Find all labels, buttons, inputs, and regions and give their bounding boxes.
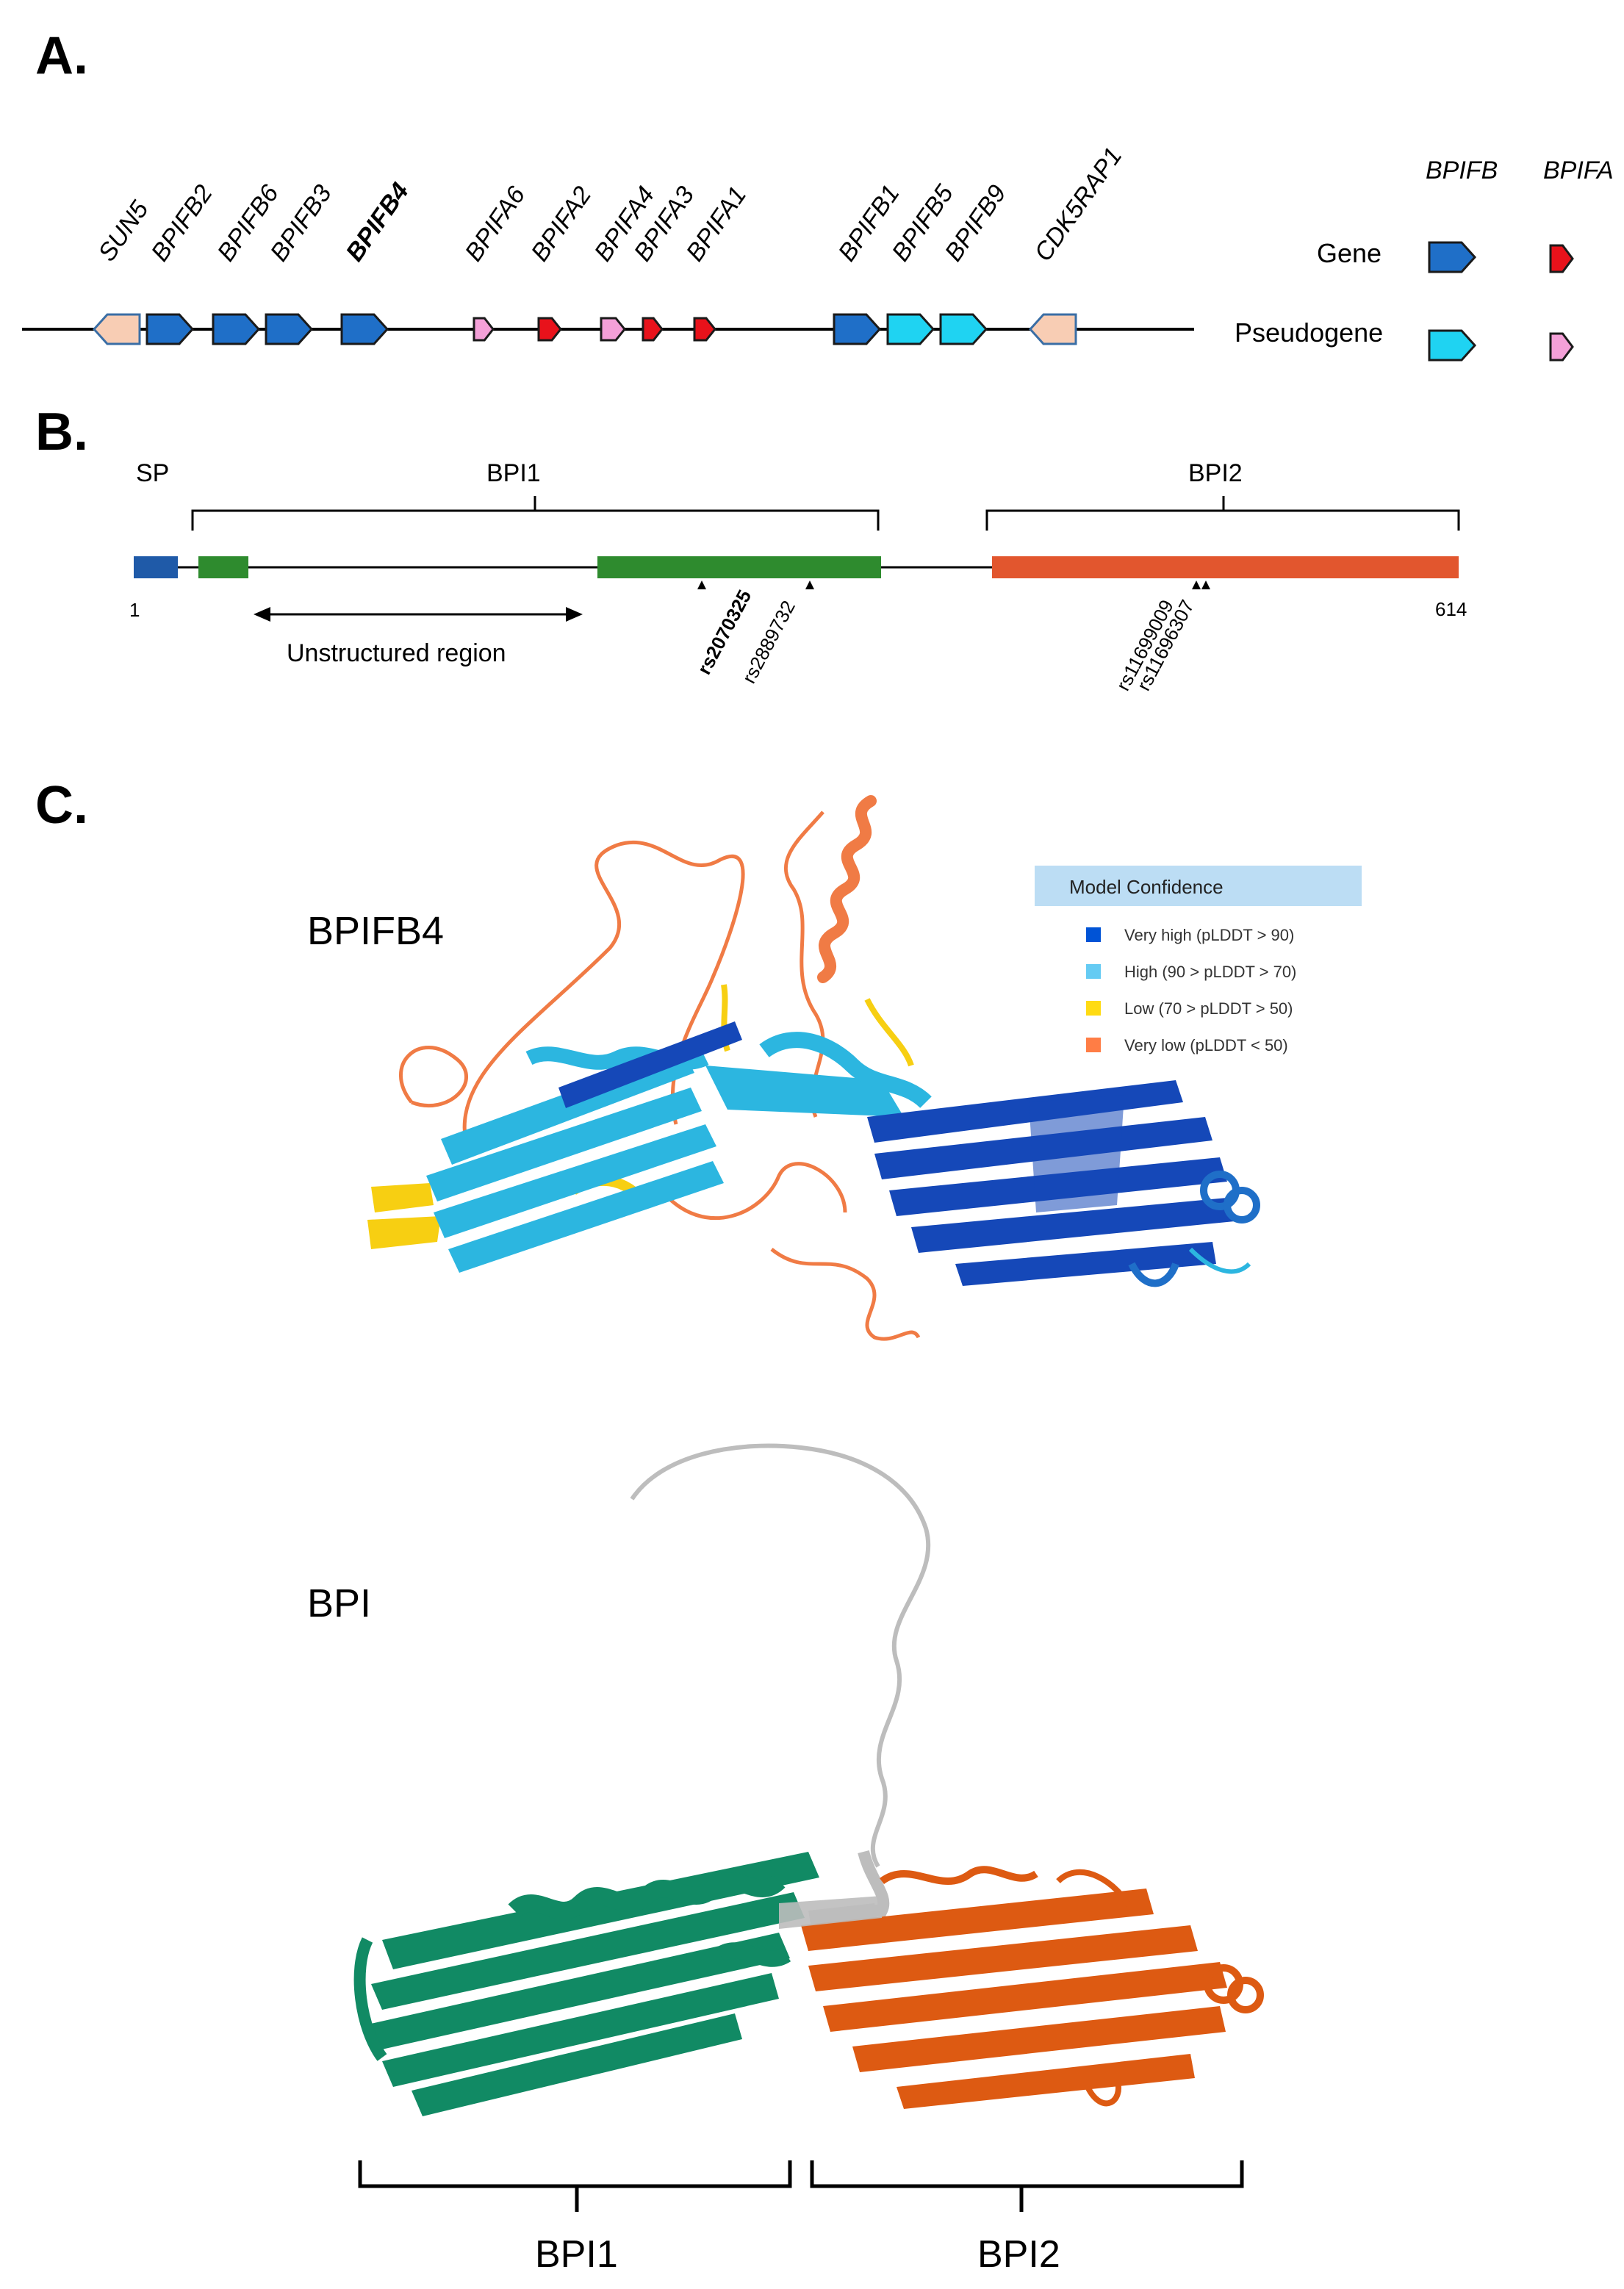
gene-arrow-bpifb6 [212,313,261,345]
bpi2-segment [992,556,1459,578]
locus-genes [92,313,1077,345]
gene-label-bpifb4: BPIFB4 [340,178,414,267]
confidence-swatch-2 [1086,1001,1101,1016]
snp-marker-rs2889732 [805,581,814,589]
bpi1-label: BPI1 [486,459,541,487]
gene-arrow-bpifb9 [939,313,988,345]
confidence-swatch-0 [1086,927,1101,942]
gene-arrow-bpifa4 [600,317,626,342]
gene-label-sun5: SUN5 [93,195,154,266]
gene-arrow-bpifb1 [833,313,882,345]
unstructured-arrow-right [566,607,583,622]
legend-glyph-bpifb-gene [1428,241,1477,273]
unstructured-arrow-left [254,607,270,622]
gene-arrow-bpifa6 [473,317,495,342]
gene-arrow-sun5 [92,313,141,345]
confidence-label-1: High (90 > pLDDT > 70) [1124,963,1296,981]
bpifb4-structure-model [367,795,1260,1341]
panel-c-letter: C. [35,776,88,835]
position-start: 1 [129,599,140,621]
snp-marker-rs2070325 [697,581,706,589]
confidence-title: Model Confidence [1069,876,1224,898]
snp-marker-rs11696307 [1201,581,1210,589]
gene-arrow-bpifb4 [340,313,389,345]
confidence-header [1035,866,1362,906]
legend-col-bpifb: BPIFB [1426,157,1498,184]
confidence-label-2: Low (70 > pLDDT > 50) [1124,999,1293,1018]
bpi1-bracket [191,496,880,531]
gene-arrow-bpifb2 [145,313,195,345]
legend-glyph-bpifa-gene [1549,244,1574,273]
panel-a-letter: A. [35,26,88,85]
confidence-label-0: Very high (pLDDT > 90) [1124,926,1294,944]
signal-peptide-segment [134,556,178,578]
confidence-legend: Very high (pLDDT > 90) High (90 > pLDDT >… [1086,926,1296,1054]
bpi-structure-model [353,1443,1264,2116]
confidence-swatch-1 [1086,964,1101,979]
bottom-bracket-bpi2 [810,2160,1244,2212]
legend-row-pseudogene: Pseudogene [1235,317,1383,348]
gene-arrow-bpifb5 [886,313,935,345]
gene-arrow-bpifb3 [265,313,314,345]
bottom-label-bpi2: BPI2 [977,2233,1060,2276]
legend-glyphs [1428,241,1574,362]
gene-label-cdk5rap1: CDK5RAP1 [1029,143,1127,267]
bottom-label-bpi1: BPI1 [535,2233,618,2276]
legend-row-gene: Gene [1317,238,1382,268]
bpi1-segment-c [597,556,881,578]
legend-glyph-bpifa-pseudogene [1549,332,1574,362]
gene-label-bpifa2: BPIFA2 [525,182,597,267]
structure-title-bpi: BPI [307,1581,371,1625]
panel-b-letter: B. [35,403,88,461]
bpi1-segment-n [198,556,248,578]
gene-arrow-bpifa3 [642,317,664,342]
structure-title-bpifb4: BPIFB4 [307,909,444,953]
gene-label-bpifb2: BPIFB2 [145,180,218,267]
confidence-swatch-3 [1086,1038,1101,1052]
gene-label-bpifa6: BPIFA6 [459,182,531,267]
bpi2-label: BPI2 [1188,459,1243,487]
snp-marker-rs11699009 [1192,581,1201,589]
legend-glyph-bpifb-pseudogene [1428,329,1477,362]
confidence-label-3: Very low (pLDDT < 50) [1124,1036,1288,1054]
gene-arrow-bpifa1 [693,317,716,342]
bpi2-bracket [985,496,1460,531]
sp-label: SP [136,459,169,487]
unstructured-label: Unstructured region [287,639,506,667]
gene-arrow-cdk5rap1 [1028,313,1077,345]
position-end: 614 [1435,598,1467,620]
legend-col-bpifa: BPIFA [1543,157,1614,184]
gene-arrow-bpifa2 [537,317,562,342]
bottom-bracket-bpi1 [358,2160,792,2212]
